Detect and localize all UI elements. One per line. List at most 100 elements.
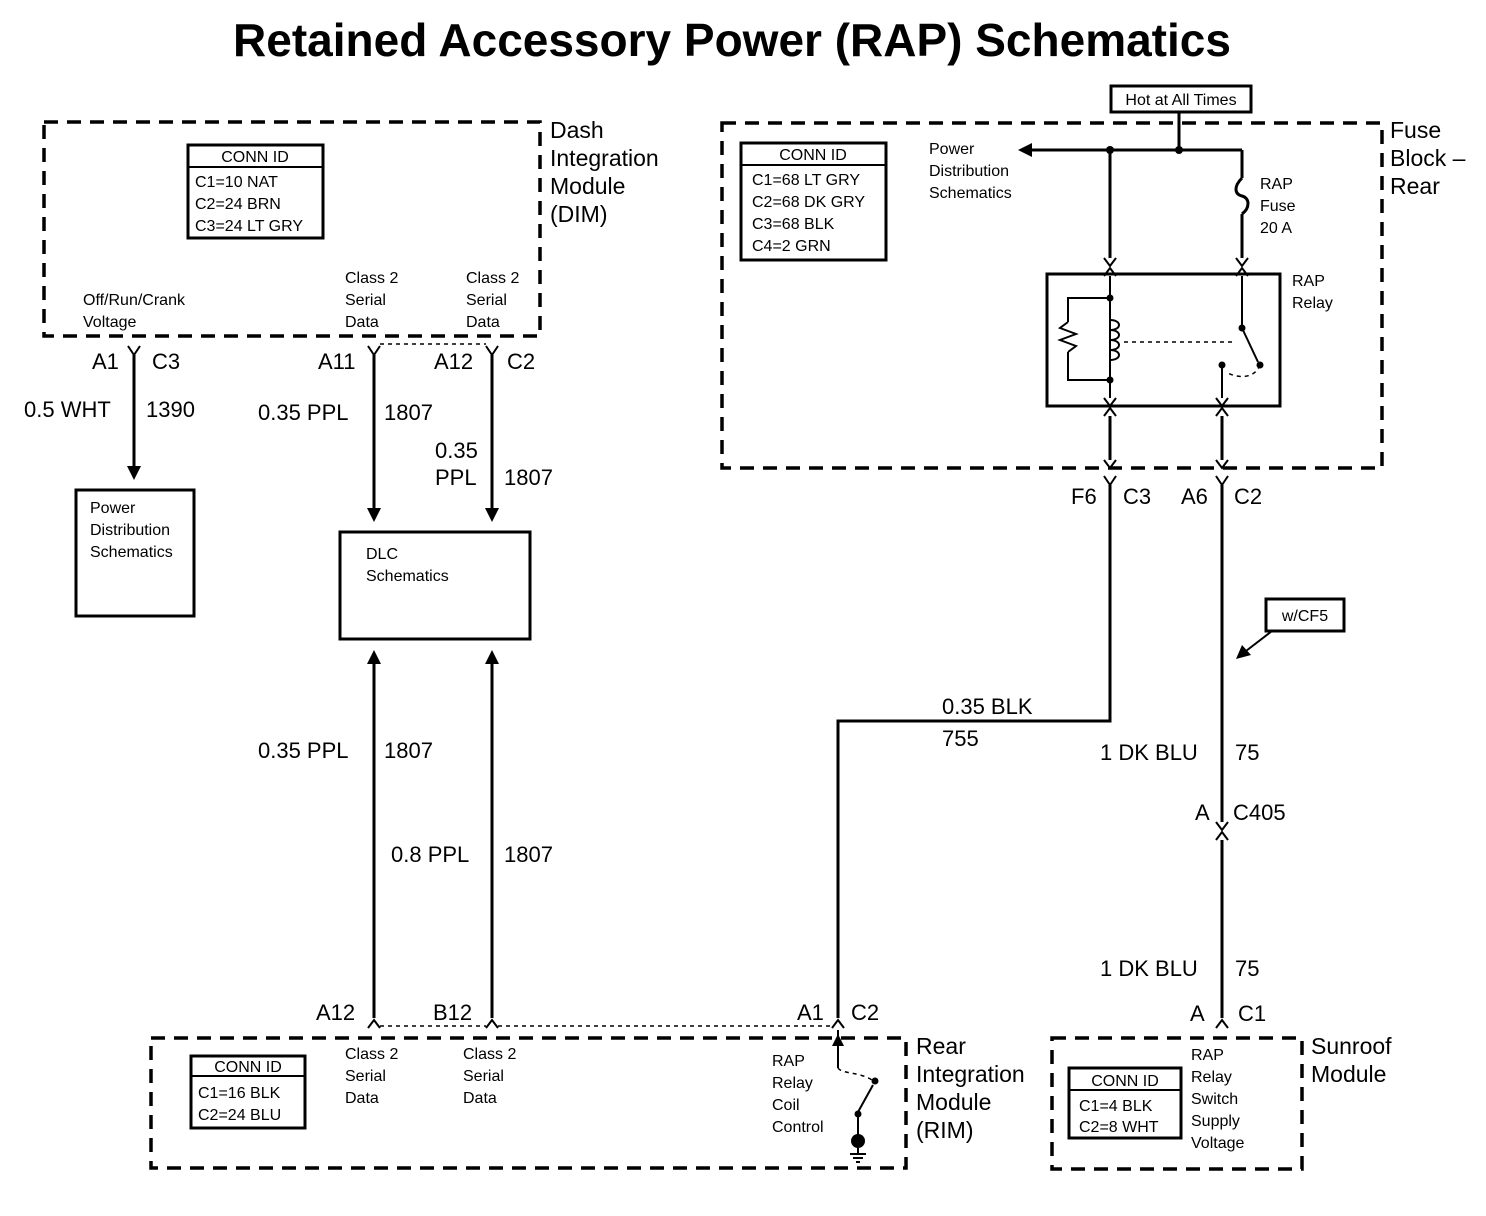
power-distribution-box: Power Distribution Schematics: [74, 488, 196, 618]
fuse-block-border: [720, 121, 1384, 470]
wire-755: 0.35 BLK 755: [836, 485, 1112, 1018]
sunroof-conn-c1: C1: [1238, 1001, 1266, 1026]
wire-75: 1 DK BLU 75 A C405 1 DK BLU 75: [1100, 485, 1286, 1018]
rap-relay-icon: [1045, 266, 1282, 408]
fuse-block-conn-id-table: CONN ID C1=68 LT GRY C2=68 DK GRY C3=68 …: [739, 141, 888, 262]
rap-fuse-label: RAP Fuse 20 A: [1260, 176, 1300, 237]
svg-text:C1=16 BLK: C1=16 BLK: [198, 1085, 281, 1102]
svg-text:C405: C405: [1233, 800, 1286, 825]
svg-text:75: 75: [1235, 740, 1259, 765]
hot-at-all-times-tag: Hot at All Times: [1109, 84, 1253, 150]
svg-text:C3=24 LT GRY: C3=24 LT GRY: [195, 218, 303, 235]
svg-text:1807: 1807: [504, 465, 553, 490]
svg-text:C2=8 WHT: C2=8 WHT: [1079, 1119, 1159, 1136]
rim-module-name: Rear Integration Module (RIM): [916, 1033, 1031, 1143]
rim-module-border: [149, 1036, 908, 1170]
svg-text:755: 755: [942, 726, 979, 751]
rim-pin-a12: A12: [316, 1000, 355, 1025]
rim-serial-data-label-2: Class 2 Serial Data: [463, 1046, 521, 1107]
svg-text:0.8 PPL: 0.8 PPL: [391, 842, 469, 867]
svg-text:C2=24 BRN: C2=24 BRN: [195, 196, 281, 213]
dim-conn-id-table: CONN ID C1=10 NAT C2=24 BRN C3=24 LT GRY: [186, 143, 325, 240]
svg-text:0.35 PPL: 0.35 PPL: [258, 738, 349, 763]
dlc-schematics-box: DLC Schematics: [338, 530, 532, 641]
dim-serial-data-label-2: Class 2 Serial Data: [466, 270, 524, 331]
svg-text:CONN ID: CONN ID: [214, 1059, 282, 1076]
dim-pin-a11: A11: [318, 349, 356, 374]
dim-conn-c2: C2: [507, 349, 535, 374]
svg-text:CONN ID: CONN ID: [779, 147, 847, 164]
svg-text:Power Distribution: Power Distribution Schematics: [90, 500, 174, 561]
sunroof-module: Sunroof Module CONN ID C1=4 BLK C2=8 WHT…: [1050, 1033, 1398, 1171]
dim-ign-voltage-label: Off/Run/Crank Voltage: [83, 292, 189, 331]
wire-1807-dim-a12: 0.35 PPL 1807: [435, 355, 553, 522]
svg-text:A: A: [1195, 800, 1210, 825]
sunroof-connectors: A C1: [1190, 1001, 1266, 1029]
c405-connector: A C405: [1195, 800, 1286, 841]
wire-1807-rim-a12: 0.35 PPL 1807: [258, 650, 433, 1018]
svg-text:C1=4 BLK: C1=4 BLK: [1079, 1098, 1153, 1115]
rim-pin-b12: B12: [433, 1000, 472, 1025]
svg-text:C2=24 BLU: C2=24 BLU: [198, 1107, 281, 1124]
svg-text:1 DK BLU: 1 DK BLU: [1100, 956, 1198, 981]
fuse-block-pds-label: Power Distribution Schematics: [929, 141, 1013, 202]
page-title: Retained Accessory Power (RAP) Schematic…: [233, 14, 1231, 66]
low-side-switch-icon: [832, 1030, 879, 1163]
sunroof-pin-a: A: [1190, 1001, 1205, 1026]
svg-text:DLC Schematics: DLC Schematics: [366, 546, 449, 585]
svg-text:0.35 PPL: 0.35 PPL: [258, 400, 349, 425]
wire-1807-rim-b12: 0.8 PPL 1807: [391, 650, 553, 1018]
svg-text:C3=68 BLK: C3=68 BLK: [752, 216, 835, 233]
svg-text:1390: 1390: [146, 397, 195, 422]
svg-text:75: 75: [1235, 956, 1259, 981]
svg-text:C2=68 DK GRY: C2=68 DK GRY: [752, 194, 865, 211]
dim-module-name: Dash Integration Module (DIM): [550, 117, 665, 227]
rap-relay-label: RAP Relay: [1292, 273, 1333, 312]
fuse-block-connectors: F6 C3 A6 C2: [1071, 475, 1262, 509]
fuse-block-pin-a6: A6: [1181, 484, 1208, 509]
sunroof-module-border: [1050, 1036, 1304, 1171]
svg-text:1807: 1807: [384, 400, 433, 425]
rim-conn-id-table: CONN ID C1=16 BLK C2=24 BLU: [189, 1054, 307, 1130]
rim-module: Rear Integration Module (RIM) CONN ID C1…: [149, 1030, 1031, 1170]
fuse-block-conn-c2: C2: [1234, 484, 1262, 509]
sunroof-module-name: Sunroof Module: [1311, 1033, 1398, 1087]
svg-text:C1=10 NAT: C1=10 NAT: [195, 174, 278, 191]
rim-connectors: A12 B12 A1 C2: [316, 1000, 879, 1029]
svg-text:C1=68 LT GRY: C1=68 LT GRY: [752, 172, 860, 189]
wire-1390: 0.5 WHT 1390: [24, 355, 195, 480]
svg-text:PPL: PPL: [435, 465, 477, 490]
svg-text:1 DK BLU: 1 DK BLU: [1100, 740, 1198, 765]
svg-text:1807: 1807: [504, 842, 553, 867]
dim-serial-data-label-1: Class 2 Serial Data: [345, 270, 403, 331]
fuse-block-conn-c3: C3: [1123, 484, 1151, 509]
option-tag-cf5: w/CF5: [1236, 597, 1346, 659]
fuse-block-name: Fuse Block – Rear: [1390, 117, 1472, 199]
dim-module: Dash Integration Module (DIM) CONN ID C1…: [42, 117, 665, 338]
svg-text:0.35: 0.35: [435, 438, 478, 463]
rap-fuse-icon: [1234, 176, 1250, 216]
rim-serial-data-label-1: Class 2 Serial Data: [345, 1046, 403, 1107]
dim-pin-a1: A1: [92, 349, 119, 374]
sunroof-supply-voltage-label: RAP Relay Switch Supply Voltage: [1191, 1047, 1244, 1152]
sunroof-conn-id-table: CONN ID C1=4 BLK C2=8 WHT: [1067, 1066, 1183, 1140]
dim-pin-a12: A12: [434, 349, 473, 374]
svg-text:w/CF5: w/CF5: [1281, 608, 1328, 625]
svg-text:0.5 WHT: 0.5 WHT: [24, 397, 111, 422]
rim-coil-control-label: RAP Relay Coil Control: [772, 1053, 824, 1136]
dim-module-border: [42, 120, 542, 338]
rim-conn-c2: C2: [851, 1000, 879, 1025]
dim-connectors: A1 C3 A11 A12 C2: [92, 343, 535, 374]
fuse-block-pin-f6: F6: [1071, 484, 1097, 509]
svg-text:CONN ID: CONN ID: [1091, 1073, 1159, 1090]
rim-pin-a1: A1: [797, 1000, 824, 1025]
fuse-block-rear: Fuse Block – Rear CONN ID C1=68 LT GRY C…: [720, 117, 1472, 470]
svg-text:Hot at All Times: Hot at All Times: [1125, 92, 1236, 109]
svg-text:C4=2 GRN: C4=2 GRN: [752, 238, 831, 255]
dim-conn-c3: C3: [152, 349, 180, 374]
svg-text:0.35 BLK: 0.35 BLK: [942, 694, 1033, 719]
wire-1807-dim-a11: 0.35 PPL 1807: [258, 355, 433, 522]
svg-text:1807: 1807: [384, 738, 433, 763]
svg-text:CONN ID: CONN ID: [221, 149, 289, 166]
